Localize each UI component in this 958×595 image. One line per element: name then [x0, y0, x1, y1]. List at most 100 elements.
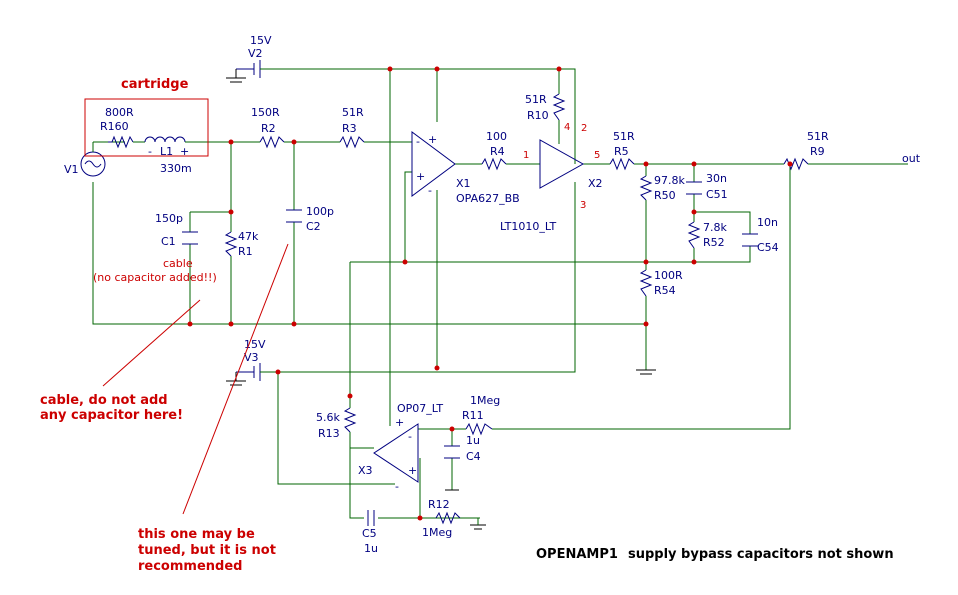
r2-value: 150R [251, 106, 280, 119]
svg-text:-: - [148, 145, 152, 158]
opamp-x3: - + + - OP07_LT X3 [358, 402, 443, 493]
svg-text:-: - [428, 184, 432, 197]
cable-warning-line2: any capacitor here! [40, 408, 183, 423]
r12-value: 1Meg [422, 526, 452, 539]
r13-value: 5.6k [316, 411, 340, 424]
x2-pin4: 4 [564, 122, 570, 133]
r160-value: 800R [105, 106, 134, 119]
capacitor-c54: 10n C54 [742, 216, 779, 254]
r52-value: 7.8k [703, 221, 727, 234]
svg-text:-: - [395, 480, 399, 493]
cartridge-box [84, 98, 209, 157]
c5-value: 1u [364, 542, 378, 555]
resistor-r50: 97.8k R50 [639, 174, 685, 202]
v3-name: V3 [244, 351, 259, 364]
resistor-r10: 51R R10 [525, 93, 566, 122]
c2-value: 100p [306, 205, 334, 218]
capacitor-c5: C5 1u [362, 510, 378, 555]
x2-pin2: 2 [581, 123, 587, 134]
opamp-x1: - + + - X1 OPA627_BB [411, 131, 520, 205]
resistor-r160: 800R R160 [100, 106, 145, 149]
r10-name: R10 [527, 109, 549, 122]
resistor-r1: 47k R1 [224, 230, 259, 258]
r50-name: R50 [654, 189, 676, 202]
r10-value: 51R [525, 93, 547, 106]
r1-value: 47k [238, 230, 259, 243]
r9-value: 51R [807, 130, 829, 143]
r54-value: 100R [654, 269, 683, 282]
c4-value: 1u [466, 434, 480, 447]
l1-value: 330m [160, 162, 192, 175]
c51-value: 30n [706, 172, 727, 185]
ground-main [636, 369, 656, 375]
c4-name: C4 [466, 450, 481, 463]
tune-note-line1: this one may be [138, 527, 255, 542]
c5-name: C5 [362, 527, 377, 540]
svg-text:-: - [408, 430, 412, 443]
c54-name: C54 [757, 241, 779, 254]
c2-name: C2 [306, 220, 321, 233]
capacitor-c4: 1u C4 [444, 434, 481, 491]
capacitor-c2: 100p C2 [286, 205, 334, 233]
resistor-r9: 51R R9 [783, 130, 829, 171]
c51-name: C51 [706, 188, 728, 201]
r54-name: R54 [654, 284, 676, 297]
x2-pin1: 1 [523, 150, 529, 161]
r12-name: R12 [428, 498, 450, 511]
resistor-r4: 100 R4 [481, 130, 507, 171]
r5-value: 51R [613, 130, 635, 143]
v2-value: 15V [250, 34, 272, 47]
r9-name: R9 [810, 145, 825, 158]
r50-value: 97.8k [654, 174, 685, 187]
r11-name: R11 [462, 409, 484, 422]
svg-text:+: + [416, 170, 425, 183]
r2-name: R2 [261, 122, 276, 135]
cable-note: (no capacitor added!!) [93, 271, 217, 284]
svg-text:+: + [408, 464, 417, 477]
r13-name: R13 [318, 427, 340, 440]
r4-name: R4 [490, 145, 505, 158]
r160-name: R160 [100, 120, 129, 133]
capacitor-c51: 30n C51 [686, 172, 728, 201]
x2-name: X2 [588, 177, 603, 190]
resistor-r3: 51R R3 [339, 106, 365, 149]
wires [92, 68, 908, 519]
svg-text:+: + [428, 133, 437, 146]
tune-note-line3: recommended [138, 559, 242, 574]
cable-label: cable [163, 257, 193, 270]
x1-part: OPA627_BB [456, 192, 520, 205]
v2-name: V2 [248, 47, 263, 60]
r1-name: R1 [238, 245, 253, 258]
out-label: out [902, 152, 921, 165]
resistor-r2: 150R R2 [251, 106, 285, 149]
r11-value: 1Meg [470, 394, 500, 407]
cable-warning-line1: cable, do not add [40, 393, 168, 408]
source-v1: V1 [64, 141, 108, 177]
x2-pin3: 3 [580, 200, 586, 211]
resistor-r13: 5.6k R13 [316, 407, 357, 440]
x1-name: X1 [456, 177, 471, 190]
schematic-subtitle: supply bypass capacitors not shown [628, 547, 894, 562]
svg-text:+: + [180, 145, 189, 158]
resistor-r11: 1Meg R11 [462, 394, 500, 436]
cartridge-label: cartridge [121, 77, 189, 92]
l1-name: L1 [160, 145, 173, 158]
battery-v3: 15V V3 [226, 338, 266, 386]
r4-value: 100 [486, 130, 507, 143]
buffer-x2: 1 2 3 4 5 X2 LT1010_LT [500, 122, 603, 233]
r3-name: R3 [342, 122, 357, 135]
x3-part: OP07_LT [397, 402, 443, 415]
svg-text:-: - [416, 135, 420, 148]
schematic-title: OPENAMP1 [536, 547, 618, 562]
v1-label: V1 [64, 163, 79, 176]
x2-part: LT1010_LT [500, 220, 556, 233]
svg-text:+: + [395, 416, 404, 429]
resistor-r12: R12 1Meg [422, 498, 486, 539]
resistor-r54: 100R R54 [639, 269, 683, 297]
x2-pin5: 5 [594, 150, 600, 161]
c54-value: 10n [757, 216, 778, 229]
tune-note-line2: tuned, but it is not [138, 543, 276, 558]
r52-name: R52 [703, 236, 725, 249]
resistor-r5: 51R R5 [609, 130, 635, 171]
